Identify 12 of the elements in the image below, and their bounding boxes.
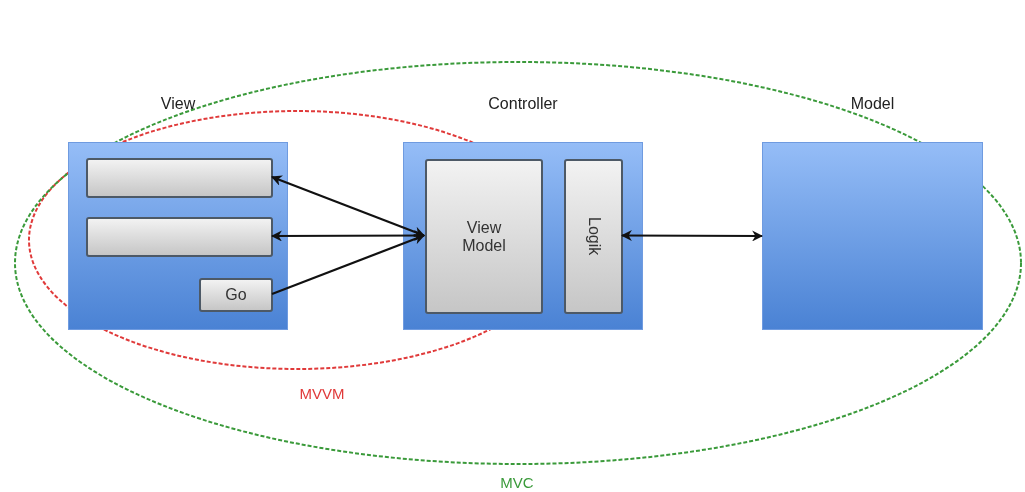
group-label: MVC	[500, 473, 534, 491]
input-field	[86, 158, 273, 198]
group-label: MVVM	[299, 384, 345, 402]
layer-heading: Model	[850, 95, 895, 112]
arrow	[620, 230, 764, 242]
viewmodel-box: View Model	[425, 159, 543, 314]
input-field	[86, 217, 273, 257]
arrow	[270, 230, 426, 242]
logic-box: Logik	[564, 159, 623, 314]
go-button: Go	[199, 278, 273, 312]
layer-heading: View	[160, 95, 196, 112]
layer-heading: Controller	[488, 95, 558, 112]
